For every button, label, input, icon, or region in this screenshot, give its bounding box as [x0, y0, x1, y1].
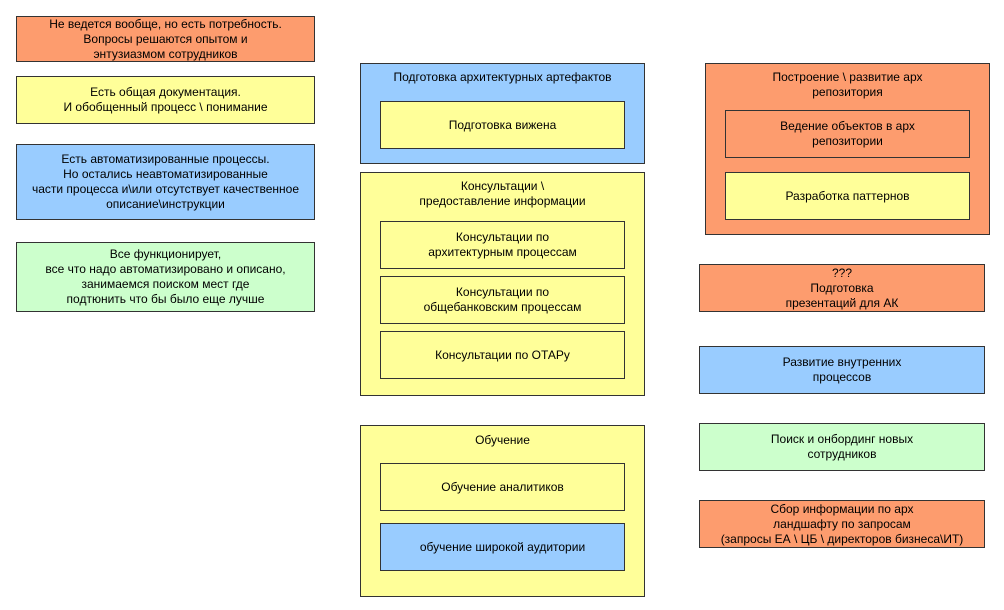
item-consult-bank-processes: Консультации по общебанковским процессам [380, 276, 625, 324]
item-landscape-info: Сбор информации по арх ландшафту по запр… [699, 500, 985, 548]
group-consulting-title: Консультации \ предоставление информации [419, 179, 586, 208]
legend-all-working: Все функционирует, все что надо автомати… [16, 242, 315, 312]
group-consulting: Консультации \ предоставление информации… [360, 172, 645, 396]
item-consult-otar: Консультации по ОТАРу [380, 331, 625, 379]
item-vision: Подготовка вижена [380, 101, 625, 149]
item-internal-processes: Развитие внутренних процессов [699, 346, 985, 394]
legend-automated-partial: Есть автоматизированные процессы. Но ост… [16, 144, 315, 220]
item-repo-objects: Ведение объектов в арх репозитории [725, 110, 970, 158]
group-arch-artifacts-title: Подготовка архитектурных артефактов [393, 70, 612, 84]
item-train-wide-audience: обучение широкой аудитории [380, 523, 625, 571]
item-onboarding: Поиск и онбординг новых сотрудников [699, 423, 985, 471]
item-train-analysts: Обучение аналитиков [380, 463, 625, 511]
group-training: Обучение Обучение аналитиков обучение ши… [360, 425, 645, 597]
item-presentations: ??? Подготовка презентаций для АК [699, 264, 985, 312]
legend-not-done: Не ведется вообще, но есть потребность. … [16, 16, 315, 62]
group-arch-artifacts: Подготовка архитектурных артефактов Подг… [360, 63, 645, 164]
legend-general-docs: Есть общая документация. И обобщенный пр… [16, 76, 315, 124]
item-consult-arch-processes: Консультации по архитектурным процессам [380, 221, 625, 269]
group-repository-title: Построение \ развитие арх репозитория [772, 70, 923, 99]
group-repository: Построение \ развитие арх репозитория Ве… [705, 63, 990, 235]
group-training-title: Обучение [475, 433, 530, 447]
item-patterns: Разработка паттернов [725, 172, 970, 220]
